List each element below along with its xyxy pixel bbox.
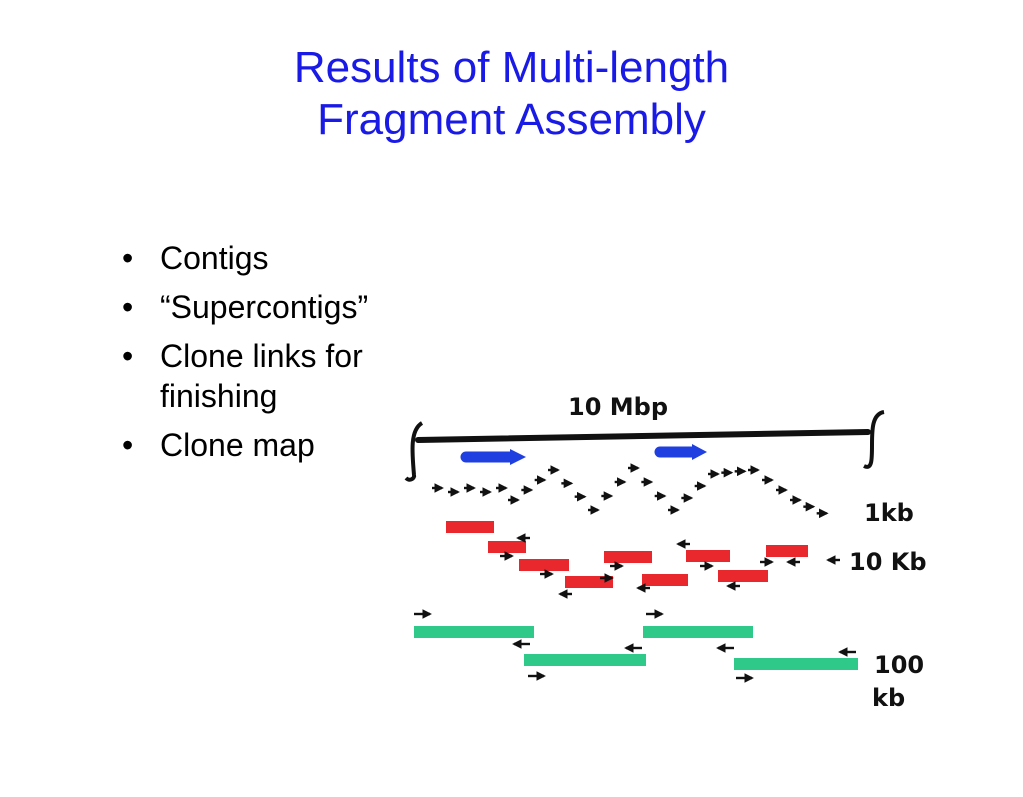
contig-10kb-5: [604, 551, 652, 563]
bullet-text: Contigs: [160, 240, 269, 276]
scale-bar-line: [415, 429, 871, 443]
contig-10kb-2: [488, 541, 526, 553]
label-100kb-line1: 100: [874, 651, 924, 679]
contig-10kb-8: [718, 570, 768, 582]
bullet-marker: •: [122, 240, 134, 276]
bullet-item-clone-map: • Clone map: [118, 425, 438, 465]
clone-100kb-4: [734, 658, 858, 670]
title-line-1: Results of Multi-length: [293, 43, 730, 92]
clone-end-arrows: [414, 609, 856, 683]
contig-10kb-3: [519, 559, 569, 571]
supercontig-arrow-1-head: [510, 449, 526, 465]
read-arrows-1kb: [432, 463, 829, 519]
clone-100kb-3: [643, 626, 753, 638]
bullet-item-contigs: • Contigs: [118, 238, 438, 278]
bullet-item-supercontigs: • “Supercontigs”: [118, 287, 438, 327]
scale-bar-left-bracket: [404, 421, 424, 482]
clone-100kb-1: [414, 626, 534, 638]
bullet-text: “Supercontigs”: [160, 289, 369, 325]
supercontig-arrows: [460, 444, 707, 465]
bullet-text: Clone links for finishing: [160, 338, 363, 414]
scale-label: 10 Mbp: [568, 393, 668, 421]
slide-title: Results of Multi-length Fragment Assembl…: [0, 42, 1023, 146]
label-10kb: 10 Kb: [849, 548, 927, 576]
bullet-marker: •: [122, 338, 134, 374]
contig-10kb-9: [766, 545, 808, 557]
bullet-marker: •: [122, 289, 134, 325]
contig-10kb-1: [446, 521, 494, 533]
contig-10kb-6: [642, 574, 688, 586]
bullet-text: Clone map: [160, 427, 315, 463]
bullet-list: • Contigs • “Supercontigs” • Clone links…: [118, 238, 438, 474]
contigs-10kb: [446, 521, 808, 588]
scale-bar-right-bracket: [863, 410, 885, 469]
supercontig-arrow-2-head: [692, 444, 707, 460]
label-1kb: 1kb: [864, 499, 914, 527]
contig-10kb-7: [686, 550, 730, 562]
clone-100kb-2: [524, 654, 646, 666]
title-line-2: Fragment Assembly: [317, 95, 706, 144]
bullet-item-clone-links: • Clone links for finishing: [118, 336, 438, 416]
contig-end-arrows: [500, 533, 840, 599]
clones-100kb: [414, 626, 858, 670]
label-100kb-line2: kb: [872, 684, 905, 712]
bullet-marker: •: [122, 427, 134, 463]
